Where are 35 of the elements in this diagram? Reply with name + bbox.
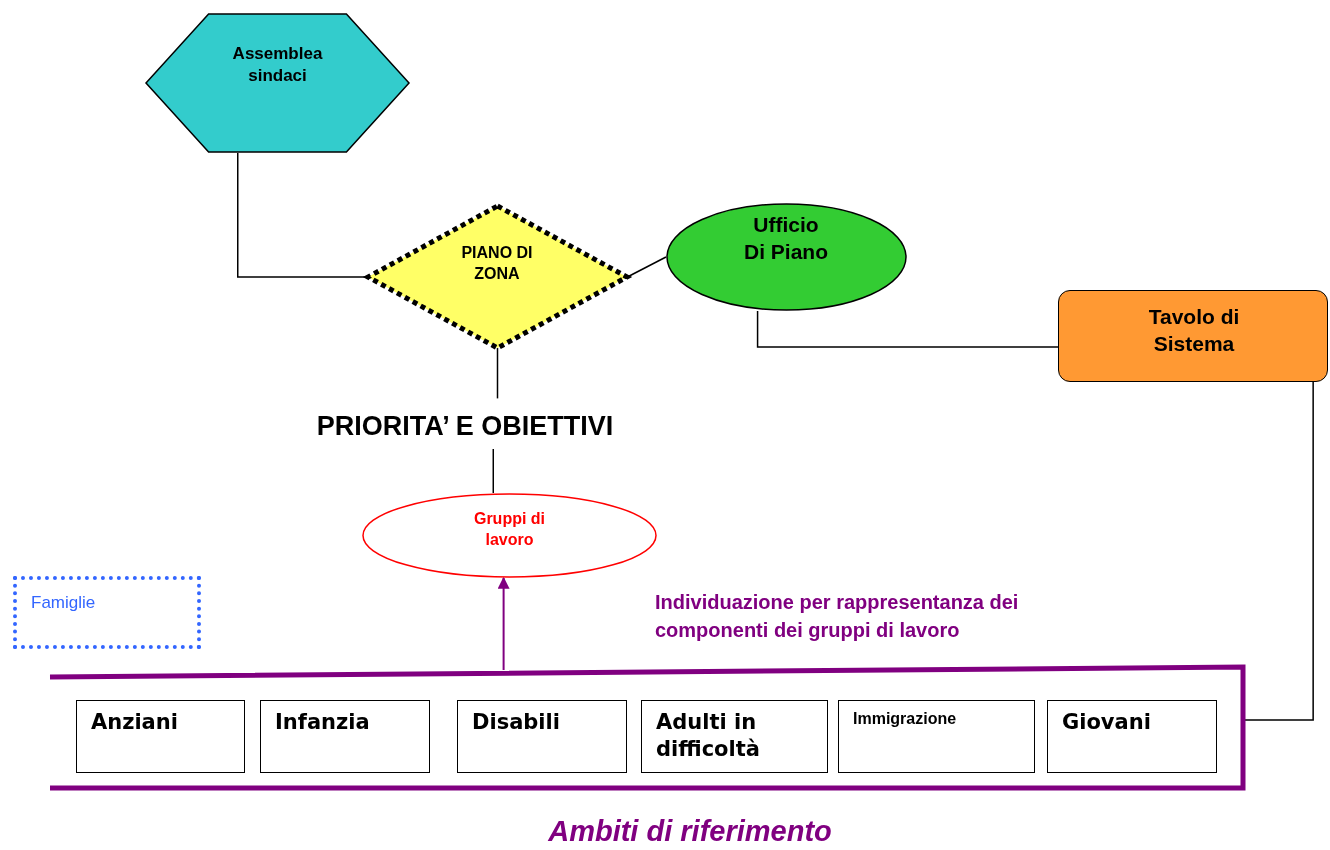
ellipse-shape — [362, 493, 657, 578]
arrow — [497, 576, 510, 671]
category-box — [457, 700, 627, 773]
connector-line — [237, 152, 366, 278]
heading-text: PRIORITA’ E OBIETTIVI — [315, 410, 615, 443]
category-box — [260, 700, 430, 773]
ellipse-shape — [666, 203, 907, 311]
connector-line — [626, 256, 667, 278]
node-label: Assemblea sindaci — [231, 43, 324, 88]
node-label: Famiglie — [31, 592, 97, 614]
bracket-frame — [50, 665, 1245, 790]
caption-text: Ambiti di riferimento — [547, 815, 833, 848]
node-label: PIANO DI ZONA — [460, 243, 534, 284]
category-box — [76, 700, 245, 773]
note-text: Individuazione per rappresentanza dei componenti dei gruppi di lavoro — [655, 590, 1020, 643]
node-label: Adulti in difficoltà — [656, 709, 761, 764]
node-label: Gruppi di lavoro — [472, 509, 547, 550]
node-label: Anziani — [91, 709, 179, 736]
node-label: Immigrazione — [853, 709, 958, 729]
rounded-box — [1058, 290, 1328, 382]
connector-line — [496, 347, 499, 400]
node-label: Infanzia — [275, 709, 371, 736]
dotted-box — [13, 576, 201, 649]
node-label: Ufficio Di Piano — [743, 212, 829, 266]
category-box — [838, 700, 1035, 773]
connector-line — [756, 310, 1059, 348]
node-label: Tavolo di Sistema — [1147, 304, 1241, 358]
diamond-shape — [365, 203, 630, 351]
hexagon-shape — [145, 13, 410, 153]
category-box — [641, 700, 828, 773]
category-box — [1047, 700, 1217, 773]
connector-line — [492, 448, 495, 494]
connector-line — [1244, 381, 1314, 721]
node-label: Giovani — [1062, 709, 1152, 736]
node-label: Disabili — [472, 709, 561, 736]
